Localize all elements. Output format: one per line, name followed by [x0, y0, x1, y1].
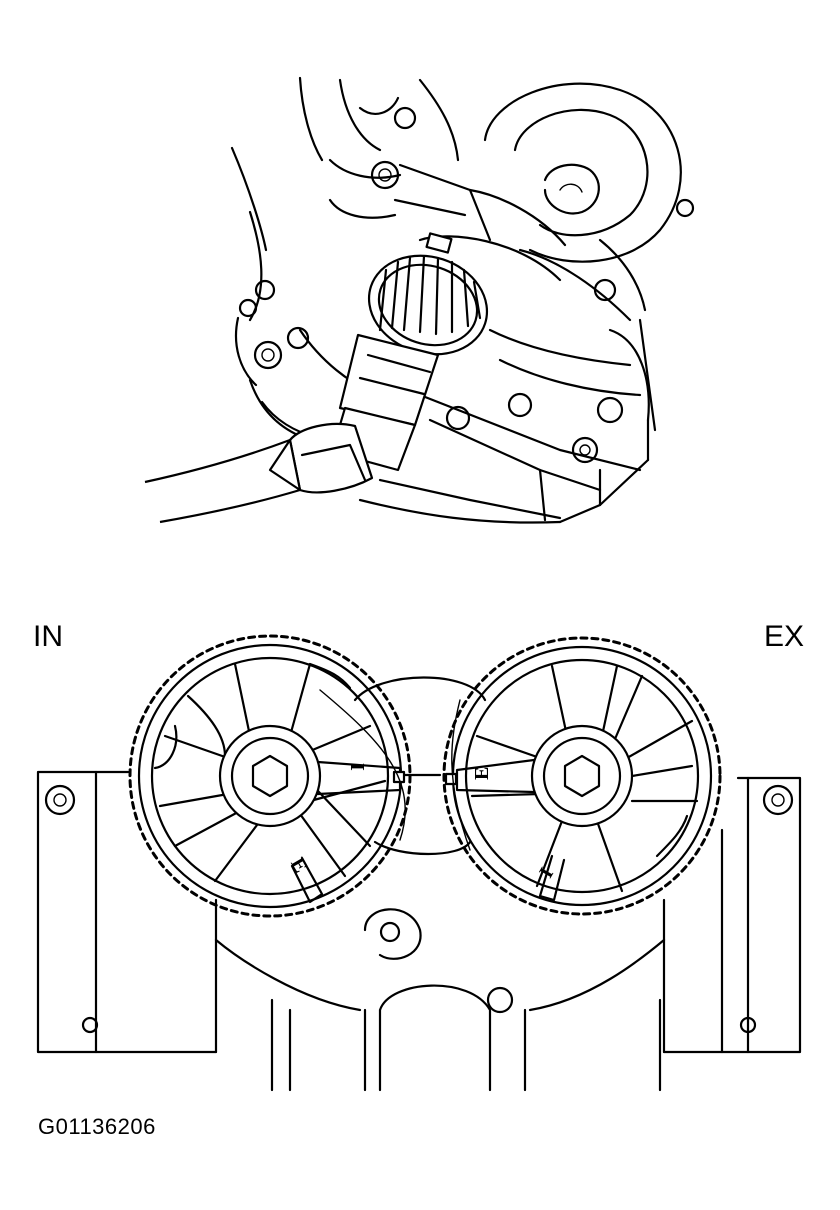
- timing-mark-pointer: [319, 689, 471, 851]
- figure-id: G01136206: [38, 1114, 156, 1139]
- crankshaft-timing-gear: [367, 232, 489, 356]
- crankshaft-pulley-housing: [418, 82, 682, 282]
- center-gear-housing: [353, 676, 487, 856]
- exhaust-mark-e: E: [471, 767, 493, 780]
- exhaust-label: EX: [763, 620, 804, 653]
- lower-illustration: I E E I: [36, 634, 802, 1092]
- exhaust-camshaft-sprocket: [442, 636, 722, 916]
- upper-illustration: [144, 76, 695, 524]
- intake-mark-i: I: [346, 763, 368, 771]
- cylinder-head-outline: [36, 770, 802, 1092]
- sprocket-timing-letters: I E E I: [286, 763, 558, 882]
- intake-camshaft-sprocket: [128, 634, 412, 918]
- head-bolt-holes: [44, 784, 794, 1092]
- upper-bolt-heads: [238, 106, 695, 464]
- socket-wrench: [144, 333, 440, 524]
- intake-mark-e: E: [286, 854, 312, 877]
- intake-label: IN: [33, 620, 63, 653]
